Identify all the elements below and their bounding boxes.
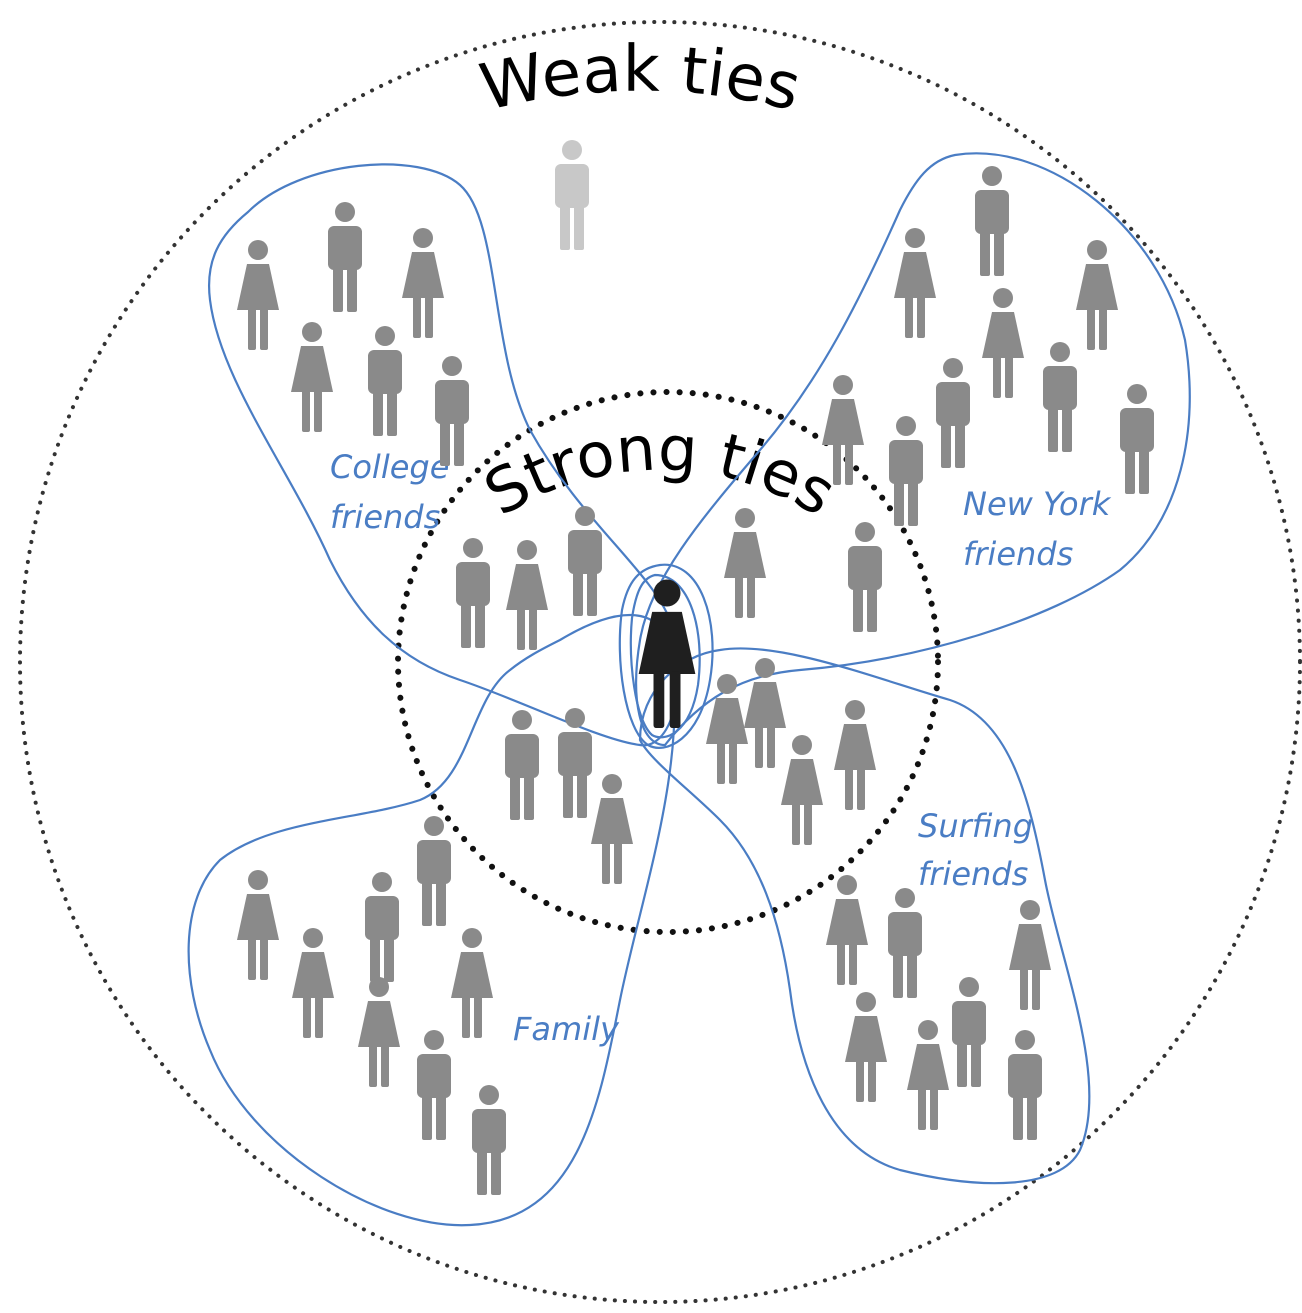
person-icon: [975, 166, 1009, 276]
college-friends-outline: [208, 163, 680, 747]
person-icon: [506, 540, 548, 650]
new-york-friends-label: New York friends: [963, 485, 1120, 573]
person-icon: [724, 508, 766, 618]
person-icon: [417, 816, 451, 926]
person-icon: [368, 326, 402, 436]
person-icon: [982, 288, 1024, 398]
person-icon: [1008, 1030, 1042, 1140]
person-icon: [237, 240, 279, 350]
person-icon: [894, 228, 936, 338]
person-icon: [744, 658, 786, 768]
person-icon: [237, 870, 279, 980]
person-icon: [1009, 900, 1051, 1010]
person-icon: [451, 928, 493, 1038]
person-icon: [1120, 384, 1154, 494]
person-icon: [1043, 342, 1077, 452]
person-icon: [358, 977, 400, 1087]
person-icon: [781, 735, 823, 845]
person-icon: [706, 674, 748, 784]
weak-ties-label: Weak ties: [474, 33, 807, 126]
person-icon: [328, 202, 362, 312]
surfing-friends-outline: [638, 647, 1091, 1185]
new-york-friends-outline: [635, 152, 1191, 747]
person-icon: [365, 872, 399, 982]
person-icon: [952, 977, 986, 1087]
person-icon: [505, 710, 539, 820]
person-icon: [834, 700, 876, 810]
person-icon: [292, 928, 334, 1038]
person-icon: [888, 888, 922, 998]
family-outline: [187, 614, 676, 1227]
center-inner-loop: [618, 563, 714, 749]
person-icon: [472, 1085, 506, 1195]
people-layer: [237, 140, 1154, 1195]
person-icon: [417, 1030, 451, 1140]
person-icon: [1076, 240, 1118, 350]
person-icon: [907, 1020, 949, 1130]
person-icon: [291, 322, 333, 432]
person-icon: [558, 708, 592, 818]
person-icon: [555, 140, 589, 250]
person-icon: [936, 358, 970, 468]
person-icon: [848, 522, 882, 632]
person-icon: [845, 992, 887, 1102]
surfing-friends-label: Surfing friends: [918, 807, 1043, 893]
person-icon: [591, 774, 633, 884]
strong-ties-ring: [395, 389, 941, 935]
center-inner-loop-2: [629, 573, 701, 739]
weak-ties-ring: [18, 20, 1302, 1304]
person-icon: [826, 875, 868, 985]
person-icon: [456, 538, 490, 648]
college-friends-label: College friends: [330, 448, 460, 536]
person-icon: [889, 416, 923, 526]
family-label: Family: [513, 1010, 620, 1048]
person-icon: [402, 228, 444, 338]
